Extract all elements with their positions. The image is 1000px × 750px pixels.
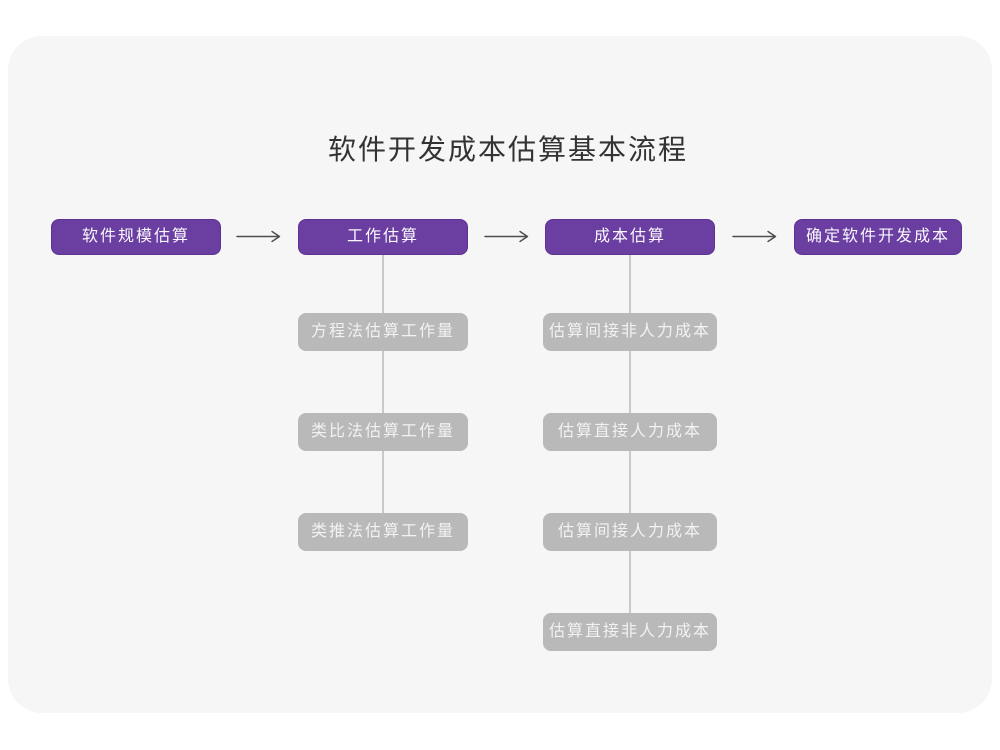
substep-analogy-method-workload: 类比法估算工作量 [298,413,468,451]
stage-software-size-estimation: 软件规模估算 [51,219,221,255]
right-arrow-icon [484,230,529,243]
stage-label: 确定软件开发成本 [805,228,950,245]
connector-work-estimation-substeps [382,255,384,545]
substep-equation-method-workload: 方程法估算工作量 [298,313,468,351]
stage-work-estimation: 工作估算 [298,219,468,255]
substep-label: 类比法估算工作量 [310,423,455,440]
substep-direct-labor-cost: 估算直接人力成本 [543,413,717,451]
substep-direct-nonlabor-cost: 估算直接非人力成本 [543,613,717,651]
right-arrow-icon [732,230,777,243]
substep-label: 估算直接人力成本 [557,423,702,440]
right-arrow-icon [236,230,281,243]
substep-label: 方程法估算工作量 [310,323,455,340]
substep-label: 类推法估算工作量 [310,523,455,540]
stage-label: 成本估算 [593,228,666,245]
diagram-title: 软件开发成本估算基本流程 [327,134,688,165]
stage-cost-estimation: 成本估算 [545,219,715,255]
substep-indirect-labor-cost: 估算间接人力成本 [543,513,717,551]
stage-label: 工作估算 [346,228,419,245]
substep-indirect-nonlabor-cost: 估算间接非人力成本 [543,313,717,351]
stage-label: 软件规模估算 [81,228,190,245]
substep-label: 估算直接非人力成本 [548,623,711,640]
stage-determine-development-cost: 确定软件开发成本 [794,219,962,255]
diagram-card: 软件开发成本估算基本流程 软件规模估算 工作估算 成本估算 确定软件开发成本 方… [8,36,992,713]
substep-extrapolation-method-workload: 类推法估算工作量 [298,513,468,551]
substep-label: 估算间接人力成本 [557,523,702,540]
substep-label: 估算间接非人力成本 [548,323,711,340]
